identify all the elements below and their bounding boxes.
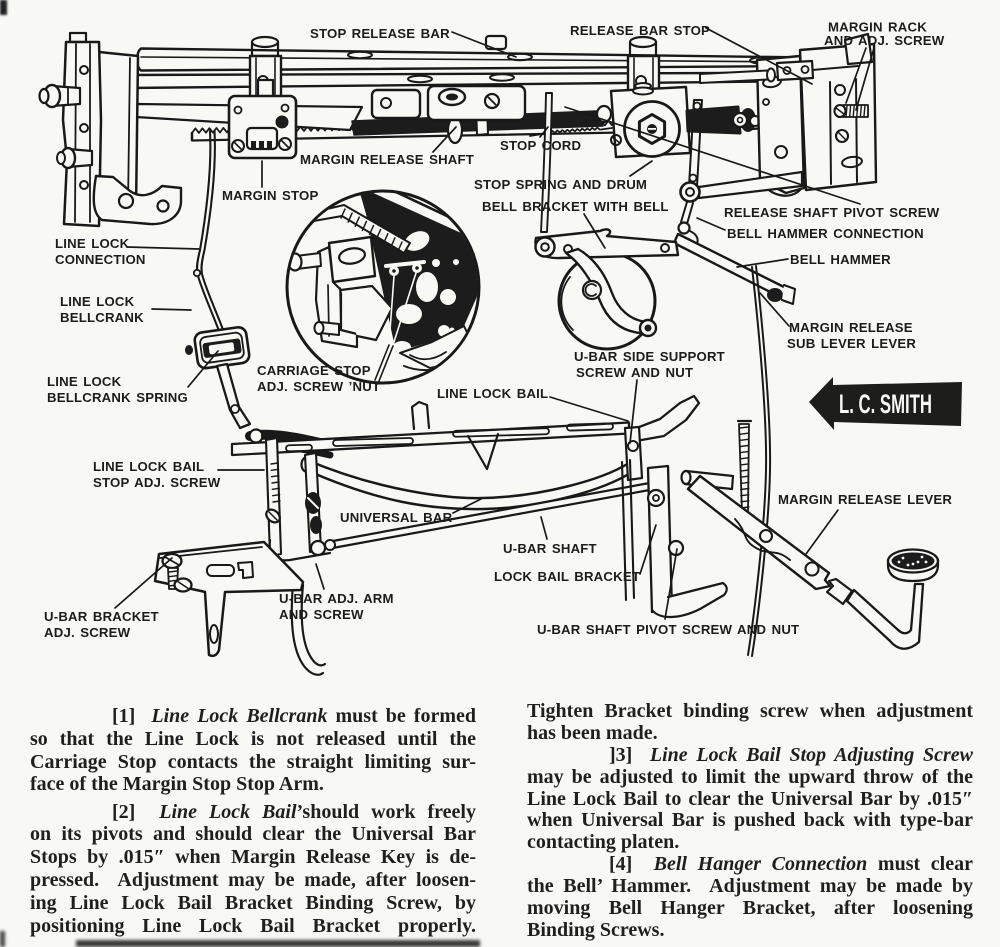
- svg-text:AND ADJ. SCREW: AND ADJ. SCREW: [824, 33, 945, 48]
- svg-text:CARRIAGE STOP: CARRIAGE STOP: [257, 363, 371, 378]
- svg-text:U-BAR SIDE SUPPORT: U-BAR SIDE SUPPORT: [574, 349, 725, 364]
- svg-text:U-BAR BRACKET: U-BAR BRACKET: [44, 609, 159, 624]
- svg-text:U-BAR SHAFT PIVOT SCREW AND NU: U-BAR SHAFT PIVOT SCREW AND NUT: [537, 622, 799, 637]
- svg-text:BELL BRACKET WITH BELL: BELL BRACKET WITH BELL: [482, 199, 669, 214]
- svg-text:LINE LOCK BAIL: LINE LOCK BAIL: [437, 386, 548, 401]
- svg-text:L. C. SMITH: L. C. SMITH: [839, 389, 932, 419]
- svg-text:BELLCRANK SPRING: BELLCRANK SPRING: [47, 390, 188, 405]
- svg-text:LINE LOCK: LINE LOCK: [47, 374, 122, 389]
- svg-text:LINE LOCK: LINE LOCK: [60, 294, 135, 309]
- svg-text:STOP RELEASE BAR: STOP RELEASE BAR: [310, 26, 450, 41]
- svg-text:SUB LEVER LEVER: SUB LEVER LEVER: [787, 336, 916, 351]
- svg-text:MARGIN RELEASE LEVER: MARGIN RELEASE LEVER: [778, 492, 952, 507]
- svg-text:ADJ. SCREW: ADJ. SCREW: [44, 625, 131, 640]
- svg-text:MARGIN STOP: MARGIN STOP: [222, 188, 319, 203]
- svg-text:U-BAR ADJ. ARM: U-BAR ADJ. ARM: [279, 591, 394, 606]
- svg-text:MARGIN RELEASE: MARGIN RELEASE: [789, 320, 913, 335]
- svg-text:U-BAR SHAFT: U-BAR SHAFT: [503, 541, 597, 556]
- svg-text:STOP CORD: STOP CORD: [500, 138, 581, 153]
- svg-text:MARGIN RELEASE SHAFT: MARGIN RELEASE SHAFT: [300, 152, 474, 167]
- svg-text:STOP ADJ. SCREW: STOP ADJ. SCREW: [93, 475, 221, 490]
- svg-text:LINE LOCK: LINE LOCK: [55, 236, 130, 251]
- svg-text:BELLCRANK: BELLCRANK: [60, 310, 144, 325]
- svg-text:LINE LOCK BAIL: LINE LOCK BAIL: [93, 459, 204, 474]
- svg-text:MARGIN RACK: MARGIN RACK: [828, 20, 927, 35]
- svg-text:BELL HAMMER: BELL HAMMER: [790, 252, 891, 267]
- svg-text:RELEASE SHAFT PIVOT SCREW: RELEASE SHAFT PIVOT SCREW: [724, 205, 940, 220]
- svg-text:BELL HAMMER CONNECTION: BELL HAMMER CONNECTION: [727, 226, 924, 241]
- svg-text:ADJ. SCREW ʼNUT: ADJ. SCREW ʼNUT: [257, 379, 380, 394]
- svg-text:UNIVERSAL BAR: UNIVERSAL BAR: [340, 510, 453, 525]
- svg-text:SCREW AND NUT: SCREW AND NUT: [576, 365, 693, 380]
- svg-text:AND SCREW: AND SCREW: [279, 607, 364, 622]
- svg-text:CONNECTION: CONNECTION: [55, 252, 146, 267]
- svg-text:LOCK BAIL BRACKET: LOCK BAIL BRACKET: [494, 569, 640, 584]
- svg-text:RELEASE BAR STOP: RELEASE BAR STOP: [570, 23, 710, 38]
- svg-text:STOP SPRING AND DRUM: STOP SPRING AND DRUM: [474, 177, 647, 192]
